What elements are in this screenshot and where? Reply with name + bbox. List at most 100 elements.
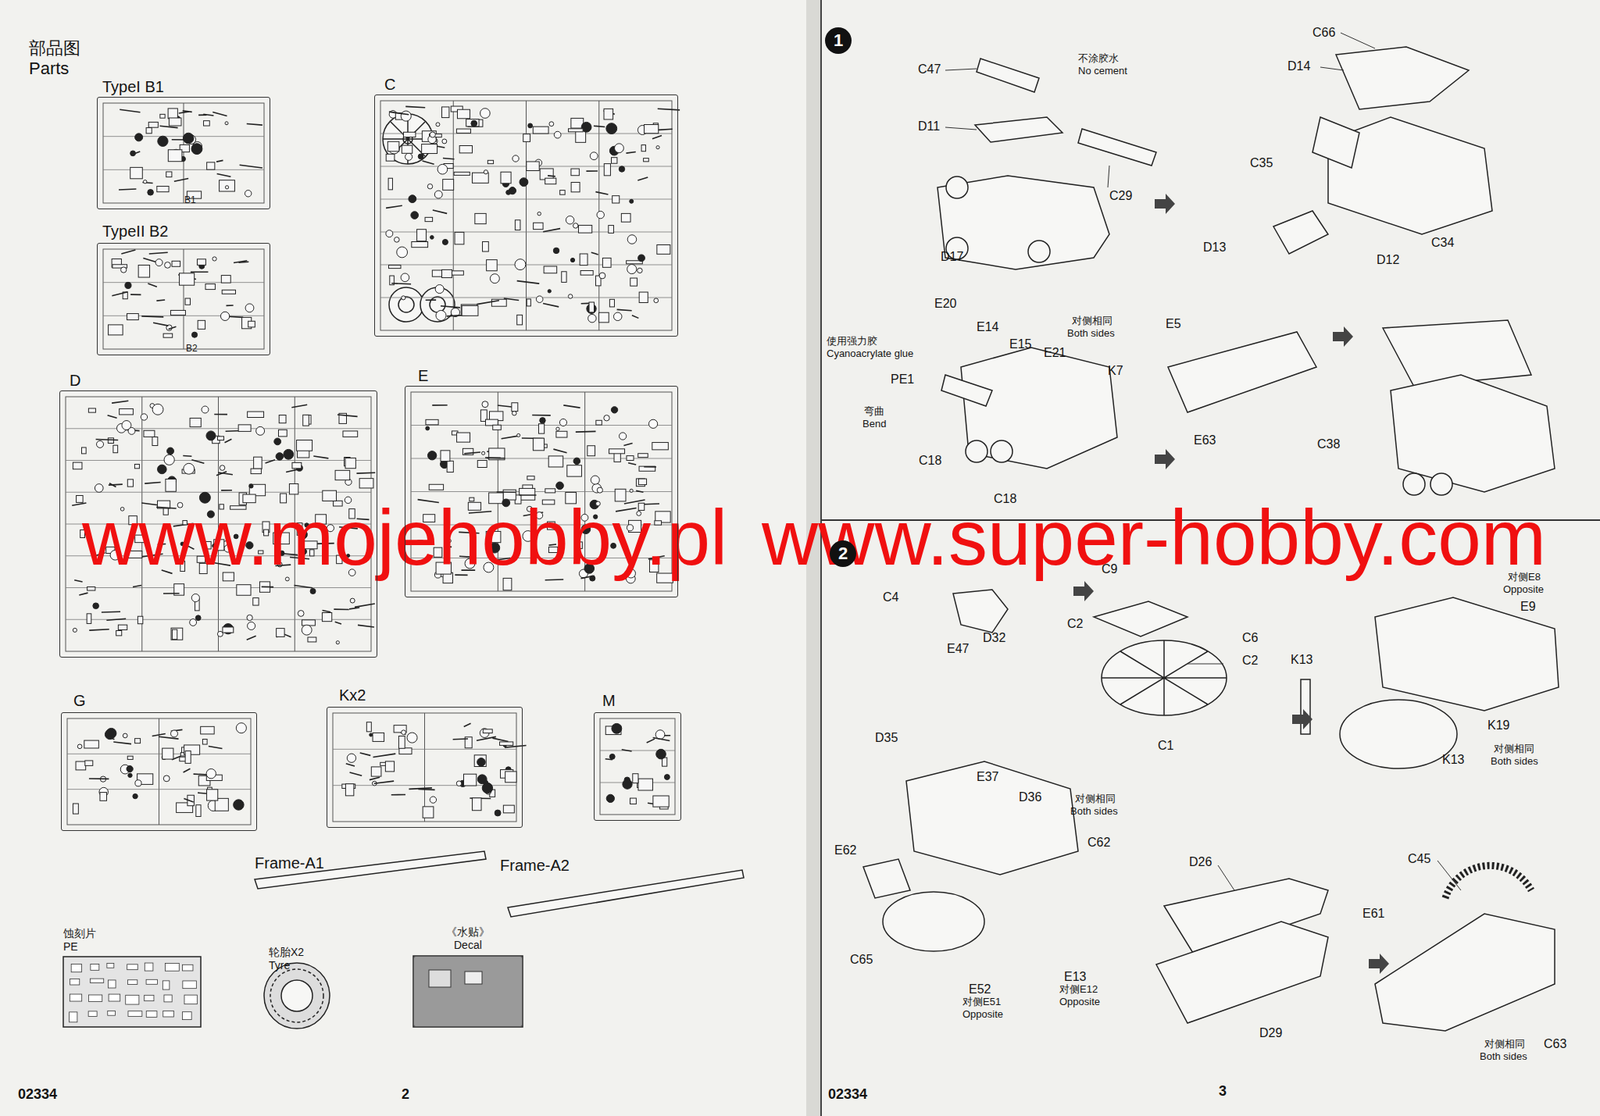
sprue-detail [322,610,332,613]
sprue-detail [442,139,447,144]
sprue-detail [256,426,265,436]
callout-number: D13 [1203,240,1226,255]
sprue-detail [168,117,182,126]
callout-number: E21 [1043,346,1066,361]
sprue-detail [482,401,489,408]
sprue-detail [247,621,256,630]
sprue-detail [212,112,227,117]
sprue-detail [143,180,147,184]
sprue-detail [332,713,517,822]
sprue-detail [350,598,355,604]
sprue-detail [587,446,596,457]
sprue-detail [157,464,168,475]
sprue-detail [345,457,356,468]
sprue-detail [164,995,172,1003]
sprue-detail [250,468,261,474]
sprue-detail [233,260,247,264]
sprue-detail [122,733,128,739]
sprue-detail [190,271,209,273]
sprue-detail [537,211,541,215]
sprue-detail [453,738,468,740]
sprue-detail [274,438,282,446]
sprue-detail [335,621,342,625]
sprue-detail [385,205,403,208]
sprue-detail [165,478,176,492]
sprue-detail [425,217,433,222]
sprue-detail [398,736,405,750]
sprue-detail [196,805,201,818]
sprue-detail [627,235,637,245]
sprue-detail [411,242,429,248]
sprue-detail [485,457,501,459]
sprue-detail [435,310,447,321]
sprue-detail [162,981,170,990]
sprue-detail [595,192,608,195]
sprue-detail [246,635,257,640]
sprue-detail [141,315,164,318]
sprue-detail [657,108,680,111]
callout-number: C38 [1317,437,1340,452]
sprue-detail [184,995,197,1005]
sprue-detail [109,483,116,488]
sprue-detail [74,580,83,583]
sprue-detail [517,281,540,285]
sprue-detail [182,110,193,113]
sprue-letter: Kx2 [339,686,366,704]
sprue-detail [253,598,259,607]
sprue-detail [434,190,443,199]
decal-heading: 《水贴》 [446,926,490,939]
note-text: Tyre [268,960,290,972]
sprue-detail [76,496,84,504]
sprue-detail [482,729,493,734]
sprue-detail [75,761,86,771]
sprue-detail [547,175,556,177]
sprue-detail [88,1011,97,1018]
sprue-detail [374,781,394,784]
sprue-detail [629,199,634,204]
sprue-detail [606,123,618,135]
sprue-detail [92,603,100,610]
sprue-detail [127,479,133,487]
sprue-detail [425,419,439,425]
sprue-detail [503,578,512,590]
callout-number: C66 [1312,25,1336,40]
note-text: B2 [185,343,198,354]
sprue-detail [163,592,180,595]
sprue-detail [533,222,543,229]
sprue-detail [205,284,215,290]
sprue-detail [67,789,251,790]
sprue-detail [500,742,514,746]
sprue-detail [428,484,443,490]
sprue-letter: D [69,371,81,390]
sprue-letter: G [73,692,86,710]
callout-number: C45 [1407,852,1431,867]
sprue-detail [183,798,193,802]
sprue-detail [171,628,183,640]
sprue-detail [366,722,372,733]
sprue-detail [563,405,580,408]
sprue-detail [652,135,662,139]
callout-number: C62 [1087,835,1111,850]
sprue-detail [417,229,427,242]
sprue-detail [514,259,526,271]
sprue-detail [617,309,633,311]
callout-number: D26 [1189,855,1212,870]
sprue-detail [238,425,251,433]
sprue-detail [219,465,225,472]
sprue-detail [477,758,486,768]
sprue-detail [72,628,77,633]
sprue-detail [107,1010,116,1016]
sprue-detail [152,733,166,736]
sprue-detail [603,415,610,422]
sprue-detail [609,299,615,308]
sprue-detail [621,213,631,222]
sprue-detail [222,624,233,635]
sprue-detail [471,798,482,811]
callout-number: E47 [946,642,969,657]
callout-number: C4 [882,590,899,605]
sprue-detail [301,625,312,636]
sprue-detail [183,463,195,475]
sprue-outline [404,385,679,598]
sprue-detail [221,289,236,294]
sprue-detail [528,123,533,129]
